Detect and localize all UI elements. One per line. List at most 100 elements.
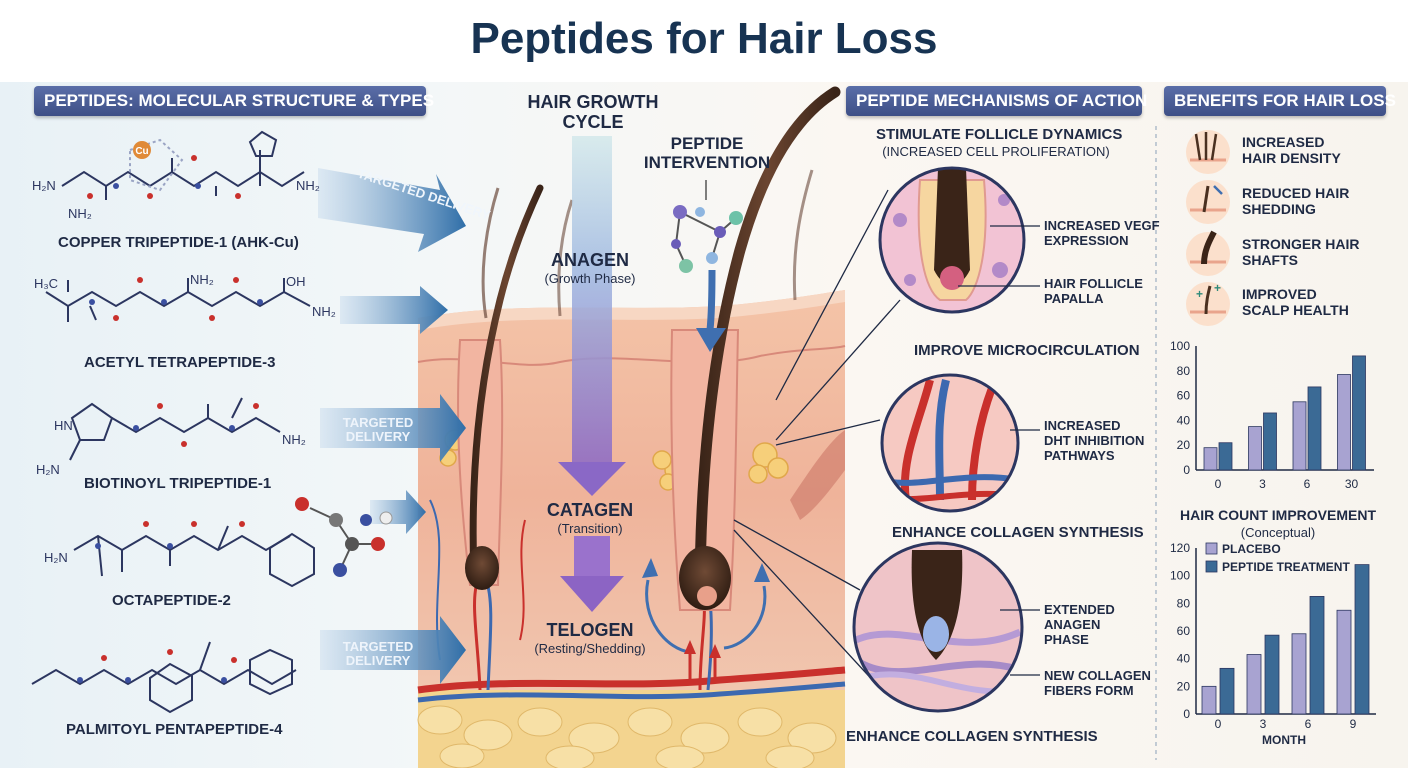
chart1-bar (1263, 412, 1277, 471)
svg-text:+: + (1214, 281, 1221, 295)
cycle-title: HAIR GROWTH CYCLE (527, 92, 659, 132)
chart1-bar (1218, 442, 1233, 471)
chart1-y-tick: 100 (1170, 339, 1190, 353)
svg-text:H₃C: H₃C (34, 276, 58, 291)
svg-text:Cu: Cu (135, 146, 148, 157)
chart2-y-tick: 120 (1170, 541, 1190, 555)
svg-text:H₂N: H₂N (32, 178, 56, 193)
intervention-label: PEPTIDE INTERVENTION (643, 134, 771, 172)
mech3-title: ENHANCE COLLAGEN SYNTHESIS (892, 524, 1144, 541)
svg-text:H₂N: H₂N (36, 462, 60, 477)
svg-text:NH₂: NH₂ (282, 432, 306, 447)
chart2-subtitle: (Conceptual) (1241, 525, 1315, 540)
chart2-x-tick: 9 (1350, 717, 1357, 731)
chart2-bar (1291, 633, 1307, 715)
chart1-y-tick: 60 (1177, 389, 1191, 403)
hair-cycle-arrow (558, 136, 626, 612)
chart2-y-tick: 0 (1183, 707, 1190, 721)
chart2-x-tick: 6 (1305, 717, 1312, 731)
header-benefits: BENEFITS FOR HAIR LOSS (1164, 86, 1396, 116)
delivery-arrows (318, 168, 466, 684)
chart2-y-tick: 20 (1177, 679, 1191, 693)
chart1-bar (1307, 386, 1322, 471)
chart2-bar (1264, 634, 1280, 715)
mech3-callout-collagen: NEW COLLAGEN FIBERS FORM (1044, 668, 1151, 698)
chart2-bar (1336, 609, 1352, 715)
atom-labels: H₂N NH₂ NH₂ H₃C NH₂ OH NH₂ HN NH₂ H₂N H₂N (32, 178, 336, 565)
benefit-scalp: IMPROVED SCALP HEALTH (1242, 286, 1349, 318)
zoom-circle-microcirculation (882, 375, 1018, 511)
mech2-title: IMPROVE MICROCIRCULATION (914, 342, 1140, 359)
svg-text:NH₂: NH₂ (190, 272, 214, 287)
molecule-atoms: Cu (77, 141, 393, 683)
chart1-y-tick: 40 (1177, 413, 1191, 427)
delivery-label-3: TARGETED DELIVERY (342, 415, 414, 444)
svg-text:NH₂: NH₂ (312, 304, 336, 319)
chart2-bar (1246, 654, 1262, 715)
chart2-y-tick: 80 (1177, 596, 1191, 610)
page-title: Peptides for Hair Loss (470, 14, 938, 63)
chart2-legend-label: PLACEBO (1222, 542, 1281, 556)
chart1-y-tick: 20 (1177, 438, 1191, 452)
svg-text:+: + (1196, 287, 1203, 301)
peptide-label-5: PALMITOYL PENTAPEPTIDE-4 (66, 721, 283, 738)
chart1-bar (1203, 447, 1218, 471)
svg-text:OH: OH (286, 274, 306, 289)
chart1-x-tick: 6 (1304, 477, 1311, 491)
chart1-x-tick: 30 (1345, 477, 1359, 491)
peptide-label-1: COPPER TRIPEPTIDE-1 (AHK-Cu) (58, 234, 299, 251)
chart1-bar (1248, 426, 1262, 471)
svg-text:NH₂: NH₂ (296, 178, 320, 193)
benefit-density: INCREASED HAIR DENSITY (1242, 134, 1341, 166)
chart2-bar (1201, 685, 1217, 715)
chart2-x-tick: 0 (1215, 717, 1222, 731)
skin-cross-section (417, 86, 846, 768)
svg-text:HN: HN (54, 418, 73, 433)
mech1-subtitle: (INCREASED CELL PROLIFERATION) (882, 144, 1110, 159)
zoom-circle-collagen (854, 543, 1022, 711)
delivery-label-5: TARGETED DELIVERY (342, 639, 414, 668)
zoom-circle-follicle (880, 168, 1024, 312)
mech1-title: STIMULATE FOLLICLE DYNAMICS (876, 126, 1123, 143)
chart1-bar (1292, 401, 1307, 471)
chart2-x-label: MONTH (1262, 733, 1306, 747)
chart2-bar (1309, 596, 1325, 715)
peptide-molecule-icon (671, 180, 743, 352)
phase-anagen: ANAGEN (Growth Phase) (544, 250, 636, 286)
svg-text:NH₂: NH₂ (68, 206, 92, 221)
svg-text:H₂N: H₂N (44, 550, 68, 565)
phase-telogen: TELOGEN (Resting/Shedding) (534, 620, 646, 656)
chart2-legend-swatch (1205, 542, 1218, 555)
chart1-y-tick: 80 (1177, 364, 1191, 378)
chart1-x-tick: 3 (1259, 477, 1266, 491)
chart2-bar (1219, 667, 1235, 715)
circle-1-ring (878, 166, 1026, 314)
chart1-y-tick: 0 (1183, 463, 1190, 477)
chart2-y-tick: 60 (1177, 624, 1191, 638)
benefit-shafts: STRONGER HAIR SHAFTS (1242, 236, 1360, 268)
chart2-x-tick: 3 (1260, 717, 1267, 731)
circle-2-ring (880, 373, 1020, 513)
benefit-icons: + + (1186, 130, 1230, 326)
chart2-y-tick: 100 (1170, 569, 1190, 583)
header-structure: PEPTIDES: MOLECULAR STRUCTURE & TYPES (34, 86, 434, 116)
header-mechanisms: PEPTIDE MECHANISMS OF ACTION (846, 86, 1147, 116)
mech3-bottom-title: ENHANCE COLLAGEN SYNTHESIS (846, 728, 1098, 745)
chart2-bar (1354, 564, 1370, 715)
mech1-callout-papilla: HAIR FOLLICLE PAPALLA (1044, 276, 1143, 306)
chart2-legend-label: PEPTIDE TREATMENT (1222, 560, 1350, 574)
density-chart: 0 20 40 60 80 100 0 3 6 30 (1170, 339, 1374, 491)
benefit-shedding: REDUCED HAIR SHEDDING (1242, 185, 1350, 217)
chart1-bar (1352, 355, 1366, 471)
peptide-label-4: OCTAPEPTIDE-2 (112, 592, 231, 609)
circle-3-ring (852, 541, 1024, 713)
mech1-callout-vegf: INCREASED VEGF EXPRESSION (1044, 218, 1160, 248)
chart2-title: HAIR COUNT IMPROVEMENT (1180, 507, 1376, 523)
chart2-y-tick: 40 (1177, 652, 1191, 666)
mech2-callout-dht: INCREASED DHT INHIBITION PATHWAYS (1044, 418, 1145, 463)
chart1-x-tick: 0 (1215, 477, 1222, 491)
peptide-label-3: BIOTINOYL TRIPEPTIDE-1 (84, 475, 272, 492)
hair-count-chart: HAIR COUNT IMPROVEMENT (Conceptual) 0 20 40 6… (1170, 507, 1376, 747)
